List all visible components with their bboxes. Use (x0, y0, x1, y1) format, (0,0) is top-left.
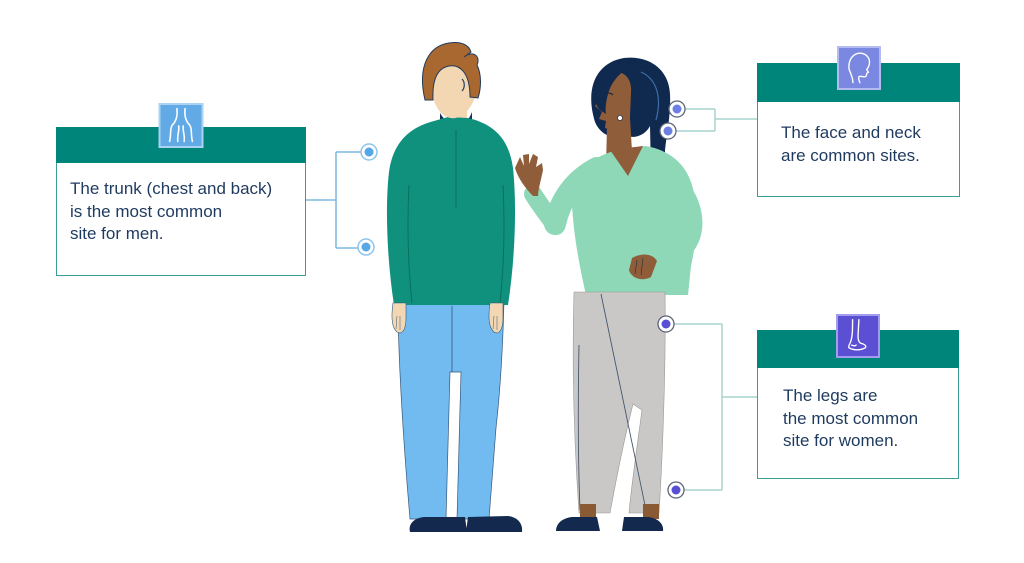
trunk-connector-lines (306, 151, 369, 249)
woman-trousers (572, 291, 666, 514)
legs-connector-lines (666, 323, 757, 491)
woman-left-hand (515, 154, 543, 196)
callout-text-line: The trunk (chest and back) (70, 179, 273, 198)
callout-text-line: The face and neck (781, 123, 921, 142)
torso-back-icon (158, 103, 204, 148)
man-figure (386, 42, 523, 532)
woman-earring (617, 115, 623, 121)
leg-foot-icon-glyph (848, 319, 867, 351)
woman-right-hand (629, 254, 657, 280)
woman-left-forearm (524, 185, 565, 235)
man-sweater (386, 117, 516, 305)
trunk-callout-body: The trunk (chest and back) is the most c… (56, 163, 306, 276)
callout-text-line: site for men. (70, 224, 164, 243)
legs-connector (657, 315, 757, 499)
trunk-callout: The trunk (chest and back) is the most c… (56, 103, 306, 276)
callout-text-line: are common sites. (781, 145, 920, 165)
man-sweater-seams (407, 130, 505, 304)
trunk-marker-dot-core (361, 242, 371, 252)
face-marker-dot-core (663, 126, 673, 136)
woman-right-shoe (622, 517, 664, 531)
man-left-hand (391, 302, 407, 334)
callout-text-line: is the most common (70, 201, 223, 221)
legs-marker-dot-core (661, 319, 671, 329)
woman-left-ankle (580, 504, 596, 519)
torso-back-icon-glyph (168, 107, 194, 143)
trunk-connector (306, 143, 378, 256)
man-right-hand (488, 302, 504, 334)
man-right-shoe (466, 516, 523, 532)
face-callout: The face and neck are common sites. (757, 46, 960, 197)
callout-text-line: The legs are (783, 386, 878, 405)
man-trousers (397, 299, 505, 520)
face-marker-dot-core (672, 104, 682, 114)
woman-right-ankle (643, 504, 659, 519)
woman-finger-lines (634, 257, 644, 276)
legs-callout-body: The legs are the most common site for wo… (757, 368, 959, 479)
legs-marker-dot-core (671, 485, 681, 495)
legs-callout: The legs are the most common site for wo… (757, 314, 959, 479)
man-finger-lines (395, 315, 498, 330)
woman-vneck (610, 146, 643, 176)
man-eye (461, 78, 465, 92)
leg-foot-icon (836, 314, 880, 358)
trunk-marker-dot-core (364, 147, 374, 157)
face-callout-body: The face and neck are common sites. (757, 102, 960, 197)
face-connector (659, 100, 757, 140)
woman-hair-highlight (640, 71, 660, 121)
man-left-shoe (409, 517, 467, 532)
woman-right-arm (653, 174, 703, 272)
head-profile-icon-glyph (847, 52, 870, 84)
woman-figure (515, 57, 703, 531)
head-profile-icon (836, 46, 881, 90)
woman-left-shoe (556, 517, 600, 531)
face-connector-lines (668, 108, 757, 132)
woman-trouser-seams (577, 293, 647, 511)
callout-text-line: the most common (783, 408, 919, 428)
woman-hair-fringe (595, 62, 636, 114)
man-hair (421, 42, 481, 101)
callout-text-line: site for women. (783, 431, 899, 450)
